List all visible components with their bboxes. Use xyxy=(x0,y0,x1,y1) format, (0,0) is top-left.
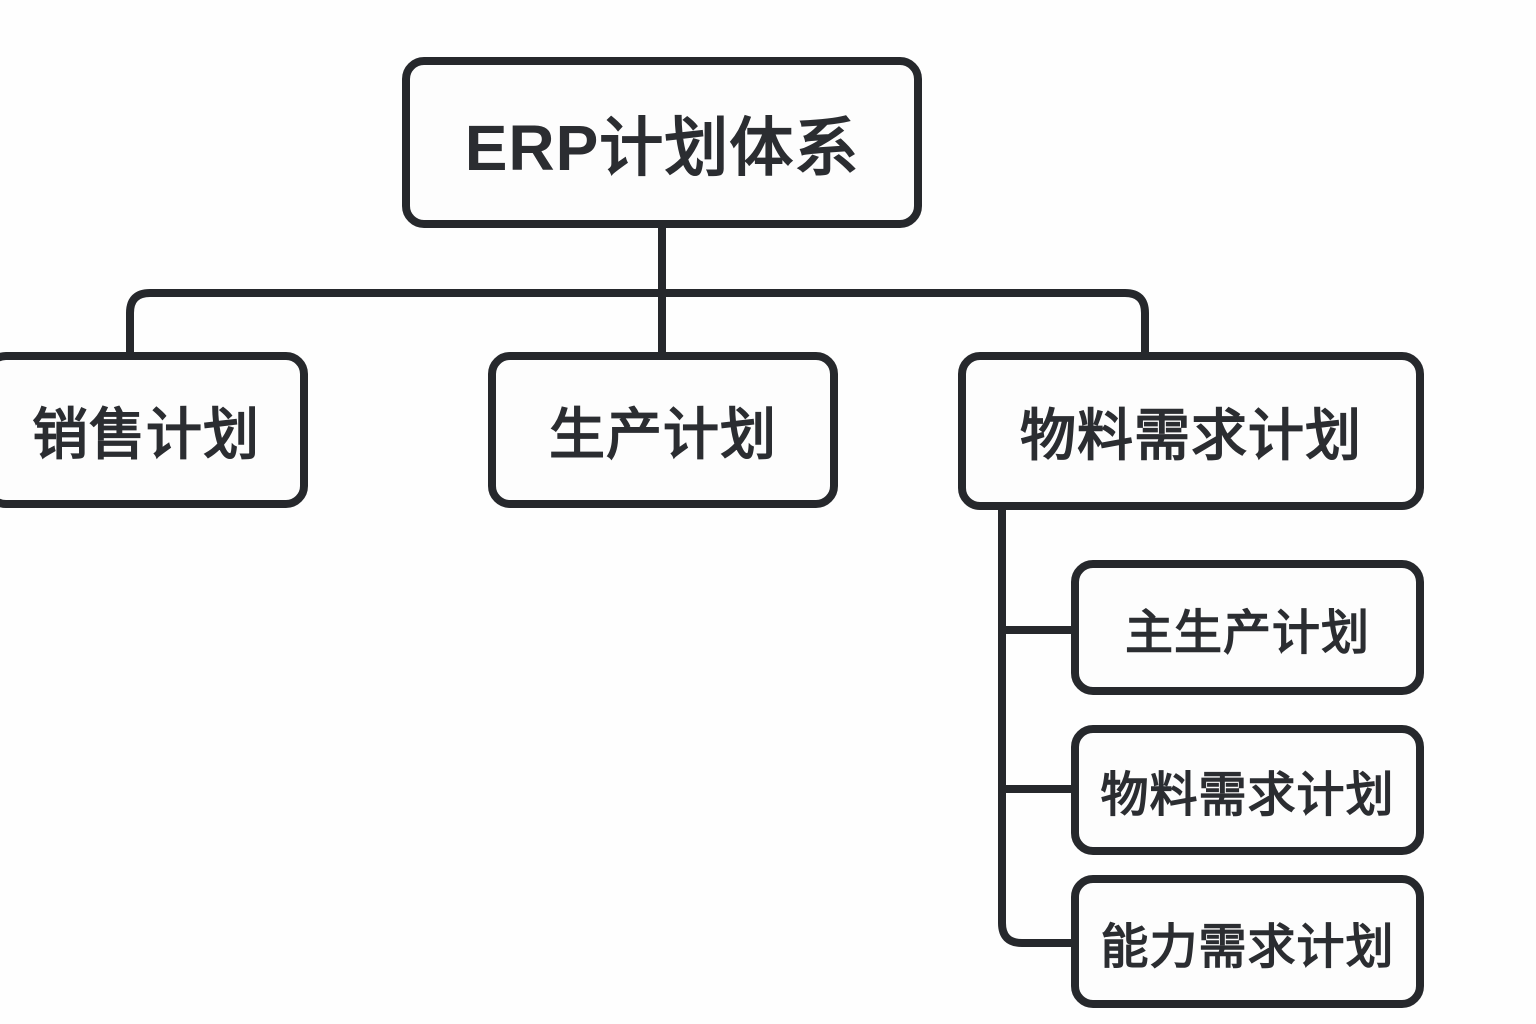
node-material-requirements-planning: 物料需求计划 xyxy=(1071,725,1424,855)
node-production-plan: 生产计划 xyxy=(488,352,838,508)
node-label: 销售计划 xyxy=(32,402,260,466)
node-label: 能力需求计划 xyxy=(1100,920,1395,974)
node-label: 物料需求计划 xyxy=(1020,403,1362,467)
node-label: 主生产计划 xyxy=(1124,606,1370,660)
node-label: ERP计划体系 xyxy=(464,111,860,184)
node-material-requirements-plan: 物料需求计划 xyxy=(958,352,1424,510)
node-sales-plan: 销售计划 xyxy=(0,352,308,508)
connector-bus xyxy=(126,289,1149,352)
node-label: 生产计划 xyxy=(549,402,777,466)
connector-mrp-trunk xyxy=(998,510,1071,947)
node-label: 物料需求计划 xyxy=(1100,769,1395,822)
node-capacity-requirements-planning: 能力需求计划 xyxy=(1071,875,1424,1008)
node-erp-planning-system: ERP计划体系 xyxy=(402,57,922,228)
node-master-production-schedule: 主生产计划 xyxy=(1071,560,1424,695)
